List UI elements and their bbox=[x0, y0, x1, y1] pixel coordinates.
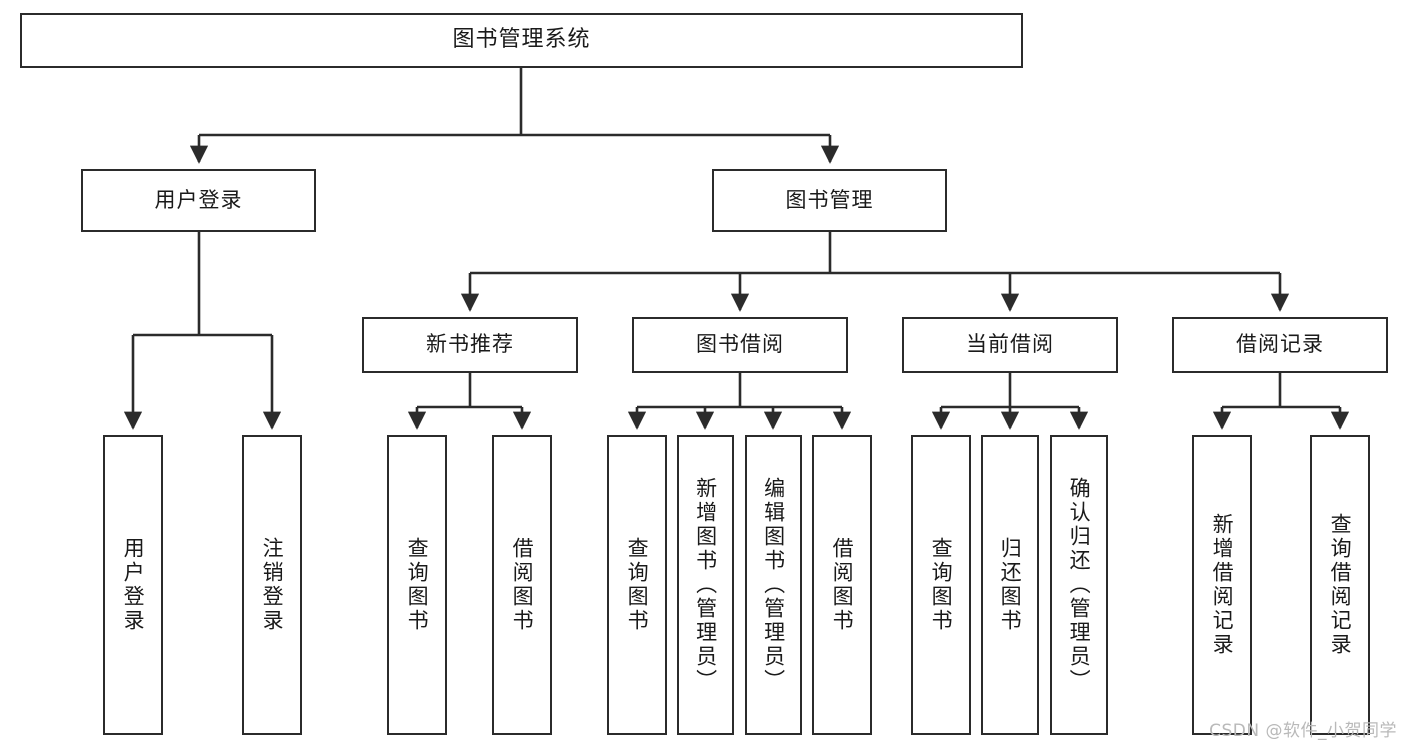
node-label: 图书管理 bbox=[785, 187, 874, 212]
node-label: 借阅图书 bbox=[510, 537, 535, 633]
node-book-management[interactable]: 图书管理 bbox=[712, 169, 947, 232]
node-book-borrow[interactable]: 图书借阅 bbox=[632, 317, 848, 373]
node-label: 新增图书（管理员） bbox=[693, 477, 718, 693]
node-leaf-return-books[interactable]: 归还图书 bbox=[981, 435, 1039, 735]
node-leaf-query-books-3[interactable]: 查询图书 bbox=[911, 435, 971, 735]
node-label: 归还图书 bbox=[998, 537, 1023, 633]
node-label: 查询借阅记录 bbox=[1328, 513, 1353, 657]
node-leaf-logout[interactable]: 注销登录 bbox=[242, 435, 302, 735]
node-new-book-recommend[interactable]: 新书推荐 bbox=[362, 317, 578, 373]
node-label: 用户登录 bbox=[154, 187, 243, 212]
node-leaf-query-books-2[interactable]: 查询图书 bbox=[607, 435, 667, 735]
node-label: 确认归还（管理员） bbox=[1067, 477, 1092, 693]
node-leaf-borrow-books-1[interactable]: 借阅图书 bbox=[492, 435, 552, 735]
node-root-system[interactable]: 图书管理系统 bbox=[20, 13, 1023, 68]
node-label: 借阅图书 bbox=[830, 537, 855, 633]
node-label: 新书推荐 bbox=[426, 332, 514, 357]
node-label: 当前借阅 bbox=[966, 332, 1054, 357]
node-label: 查询图书 bbox=[929, 537, 954, 633]
node-label: 借阅记录 bbox=[1236, 332, 1324, 357]
node-leaf-add-book-admin[interactable]: 新增图书（管理员） bbox=[677, 435, 734, 735]
node-label: 新增借阅记录 bbox=[1210, 513, 1235, 657]
node-leaf-query-borrow-record[interactable]: 查询借阅记录 bbox=[1310, 435, 1370, 735]
node-label: 查询图书 bbox=[625, 537, 650, 633]
node-leaf-user-login[interactable]: 用户登录 bbox=[103, 435, 163, 735]
node-label: 查询图书 bbox=[405, 537, 430, 633]
node-leaf-confirm-return-admin[interactable]: 确认归还（管理员） bbox=[1050, 435, 1108, 735]
node-label: 编辑图书（管理员） bbox=[761, 477, 786, 693]
node-leaf-edit-book-admin[interactable]: 编辑图书（管理员） bbox=[745, 435, 802, 735]
node-borrow-records[interactable]: 借阅记录 bbox=[1172, 317, 1388, 373]
node-label: 图书管理系统 bbox=[452, 27, 591, 53]
node-label: 注销登录 bbox=[260, 537, 285, 633]
node-user-login[interactable]: 用户登录 bbox=[81, 169, 316, 232]
node-leaf-borrow-books-2[interactable]: 借阅图书 bbox=[812, 435, 872, 735]
node-leaf-add-borrow-record[interactable]: 新增借阅记录 bbox=[1192, 435, 1252, 735]
node-label: 图书借阅 bbox=[696, 332, 784, 357]
node-current-borrow[interactable]: 当前借阅 bbox=[902, 317, 1118, 373]
node-label: 用户登录 bbox=[121, 537, 146, 633]
node-leaf-query-books-1[interactable]: 查询图书 bbox=[387, 435, 447, 735]
